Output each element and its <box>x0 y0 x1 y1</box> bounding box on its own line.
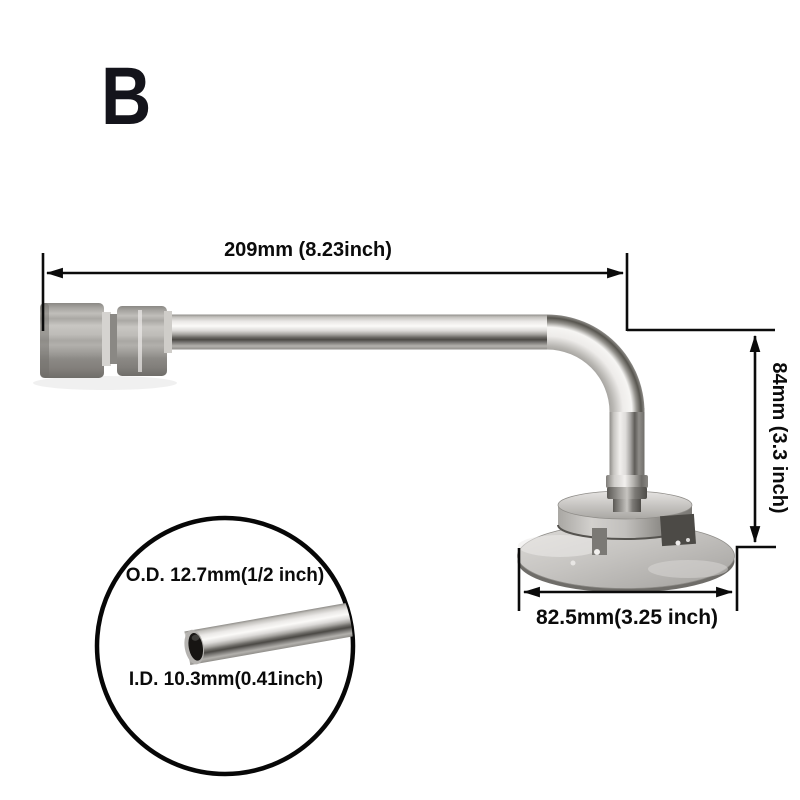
fitting-shadow <box>33 376 177 390</box>
horizontal-tube <box>166 314 547 350</box>
inner-diameter-label: I.D. 10.3mm(0.41inch) <box>128 669 324 690</box>
variant-label: B <box>101 51 152 142</box>
mounting-tabs <box>570 513 697 566</box>
tube-elbow <box>547 314 645 412</box>
vertical-tube <box>609 408 645 480</box>
inset-tube-sample <box>184 595 353 666</box>
tube-collar <box>606 475 648 499</box>
dimension-lines <box>41 253 776 611</box>
base-diameter-dimension-label: 82.5mm(3.25 inch) <box>535 606 719 629</box>
outer-diameter-label: O.D. 12.7mm(1/2 inch) <box>125 565 325 586</box>
compression-fitting <box>40 303 172 378</box>
inset-tube-bore <box>188 632 204 661</box>
height-dimension-label: 84mm (3.3 inch) <box>768 362 790 514</box>
extension-line-bottom-right <box>735 545 776 611</box>
length-dimension-label: 209mm (8.23inch) <box>224 239 392 261</box>
cross-section-inset <box>94 515 356 777</box>
